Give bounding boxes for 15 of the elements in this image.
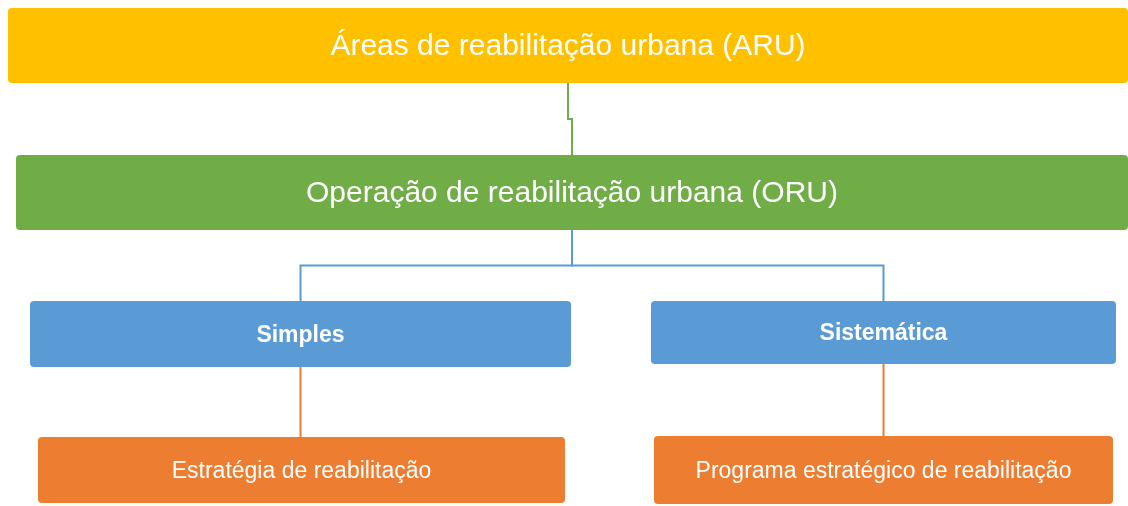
box-label: Áreas de reabilitação urbana (ARU): [330, 28, 806, 63]
connector-line: [299, 366, 302, 438]
process-box: [38, 437, 565, 503]
process-box: [30, 301, 571, 367]
process-box: [16, 155, 1128, 230]
box-label: Sistemática: [819, 319, 948, 346]
box-label: Estratégia de reabilitação: [171, 456, 432, 484]
process-box: [654, 436, 1113, 504]
process-box: [8, 8, 1128, 83]
box-label: Programa estratégico de reabilitação: [695, 456, 1072, 484]
box-label: Operação de reabilitação urbana (ORU): [306, 175, 838, 210]
box-label: Simples: [256, 320, 345, 348]
process-box: [651, 301, 1116, 364]
connector-line: [567, 82, 573, 156]
connector-line: [882, 363, 885, 437]
